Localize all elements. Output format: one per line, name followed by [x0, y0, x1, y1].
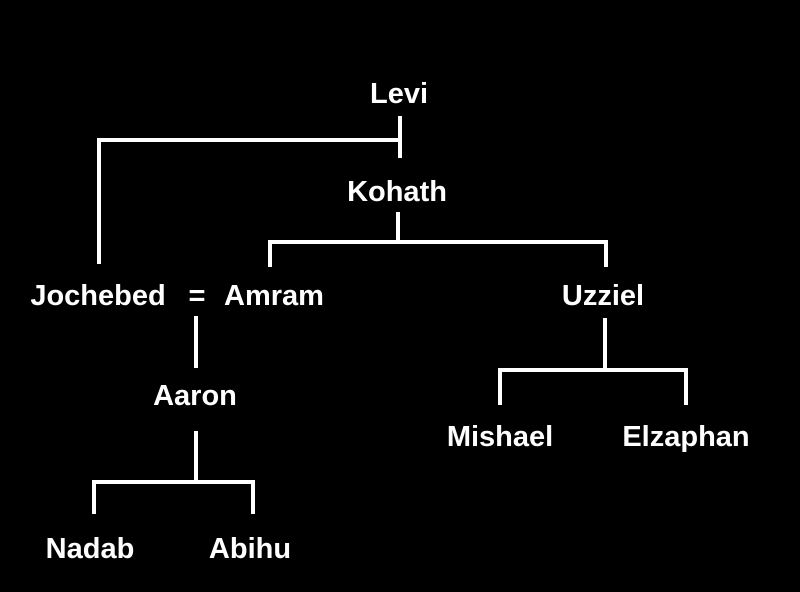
person-nadab: Nadab	[45, 533, 135, 565]
person-levi: Levi	[369, 78, 429, 110]
kohath-children-connector	[268, 212, 608, 267]
uzziel-children-connector	[498, 318, 688, 405]
person-mishael: Mishael	[446, 421, 554, 453]
person-jochebed: Jochebed	[30, 280, 166, 312]
person-aaron: Aaron	[153, 380, 237, 412]
person-kohath: Kohath	[347, 176, 447, 208]
aaron-children-connector	[92, 431, 255, 514]
person-abihu: Abihu	[208, 533, 292, 565]
person-amram: Amram	[224, 280, 324, 312]
person-uzziel: Uzziel	[561, 280, 645, 312]
marriage-symbol: =	[188, 280, 206, 312]
levi-jochebed-connector	[97, 138, 402, 264]
person-elzaphan: Elzaphan	[622, 421, 750, 453]
